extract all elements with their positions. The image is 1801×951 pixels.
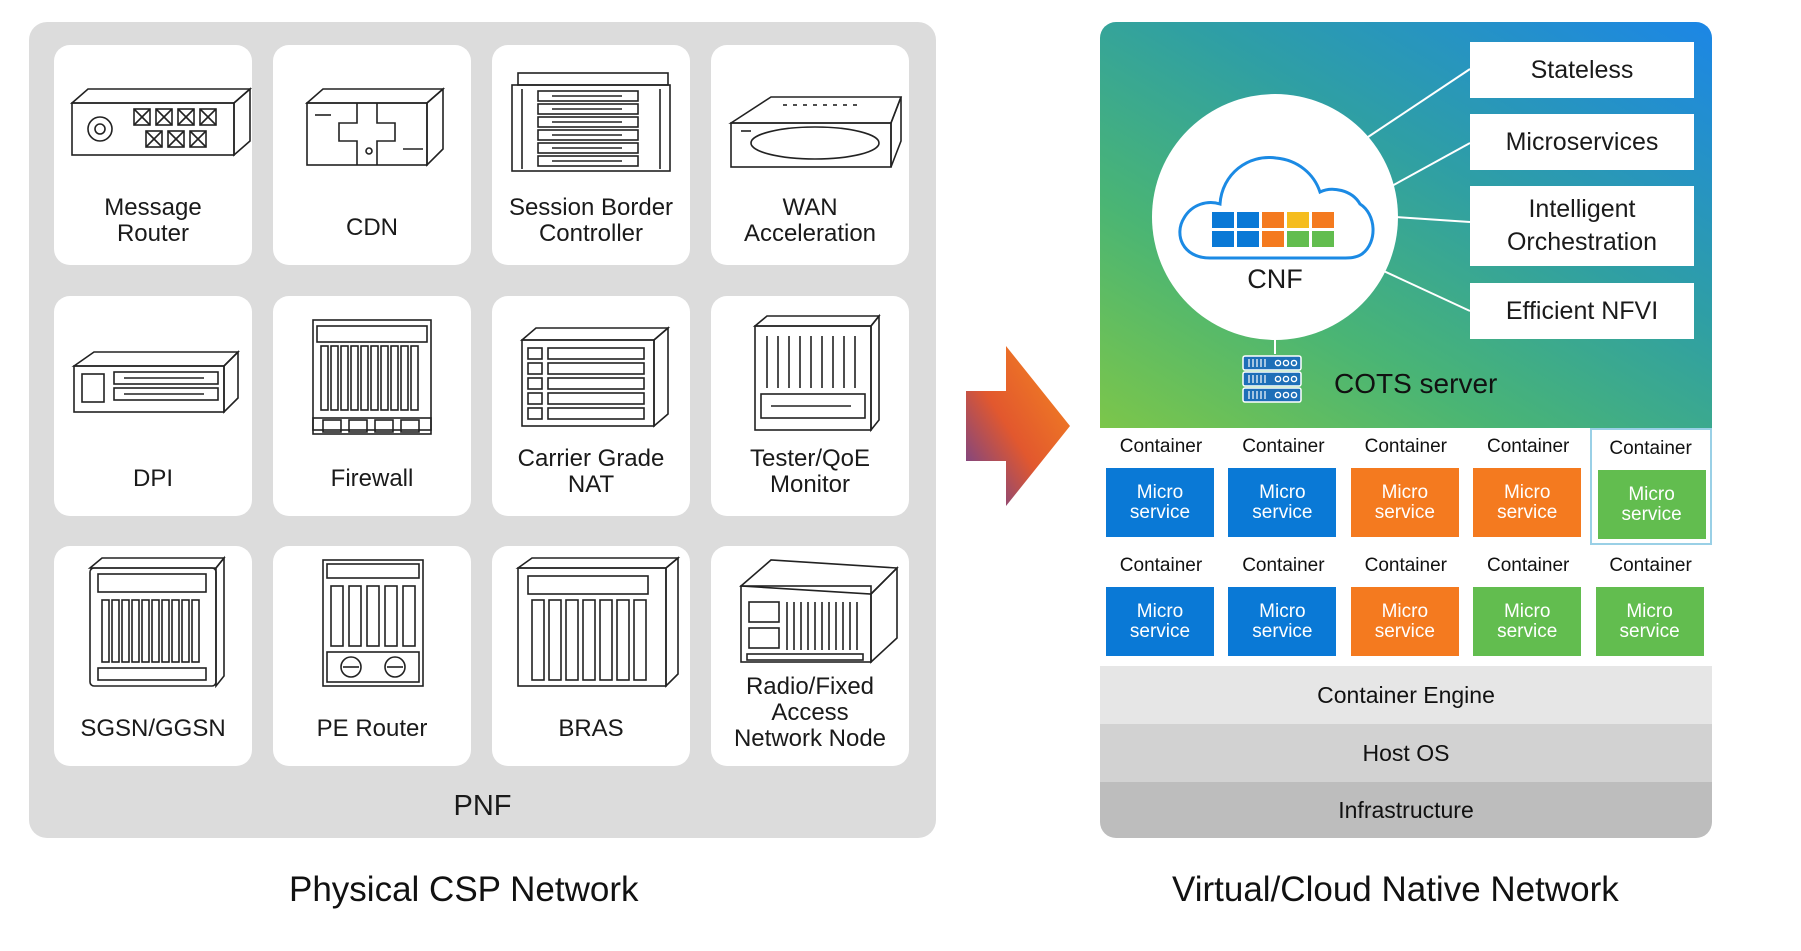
feature-box: Microservices bbox=[1470, 114, 1694, 170]
connector-lines bbox=[1274, 68, 1471, 354]
cloud-tile bbox=[1262, 212, 1284, 228]
sgsn-ggsn-icon bbox=[87, 555, 226, 689]
cloud-tile bbox=[1237, 231, 1259, 247]
cnf-circle: CNF bbox=[1152, 94, 1398, 340]
container-label: Container bbox=[1242, 436, 1325, 457]
message-router-icon bbox=[69, 87, 252, 157]
microservice-box: Micro service bbox=[1228, 468, 1337, 537]
device-card: Session Border Controller bbox=[492, 45, 690, 265]
device-card: DPI bbox=[54, 296, 252, 516]
feature-box: Intelligent Orchestration bbox=[1470, 186, 1694, 266]
container-label: Container bbox=[1364, 436, 1447, 457]
device-card: BRAS bbox=[492, 546, 690, 766]
radio-fixed-access-node-icon bbox=[738, 559, 899, 664]
cots-server-label: COTS server bbox=[1334, 368, 1498, 399]
container-label: Container bbox=[1609, 555, 1692, 576]
container-label: Container bbox=[1609, 438, 1692, 459]
layer-infrastructure: Infrastructure bbox=[1100, 782, 1712, 838]
device-label: BRAS bbox=[558, 715, 624, 742]
device-card: Tester/QoE Monitor bbox=[711, 296, 909, 516]
device-card: Firewall bbox=[273, 296, 471, 516]
session-border-controller-icon bbox=[511, 72, 671, 172]
cdn-icon bbox=[304, 87, 446, 167]
feature-box: Stateless bbox=[1470, 42, 1694, 98]
cloud-tile bbox=[1287, 212, 1309, 228]
device-card: Message Router bbox=[54, 45, 252, 265]
device-label: WAN Acceleration bbox=[743, 194, 877, 247]
device-card: PE Router bbox=[273, 546, 471, 766]
bras-icon bbox=[515, 556, 681, 688]
container-label: Container bbox=[1119, 436, 1203, 457]
cots-server-icon bbox=[1242, 355, 1302, 403]
pe-router-icon bbox=[322, 559, 424, 687]
pnf-label: PNF bbox=[453, 790, 512, 822]
dpi-icon bbox=[71, 350, 240, 414]
transition-arrow-icon bbox=[966, 346, 1070, 506]
container-label: Container bbox=[1486, 436, 1570, 457]
pnf-panel: Message Router CDN Session Border Controll… bbox=[29, 22, 936, 838]
microservice-box: Micro service bbox=[1597, 470, 1706, 539]
device-label: PE Router bbox=[316, 715, 428, 742]
physical-network-caption: Physical CSP Network bbox=[289, 870, 639, 909]
microservice-box: Micro service bbox=[1473, 587, 1582, 656]
layer-host-os: Host OS bbox=[1100, 724, 1712, 782]
container-label: Container bbox=[1242, 555, 1325, 576]
device-card: CDN bbox=[273, 45, 471, 265]
tester-qoe-monitor-icon bbox=[752, 313, 881, 433]
cloud-tile bbox=[1212, 231, 1234, 247]
container-label: Container bbox=[1119, 555, 1203, 576]
microservice-box: Micro service bbox=[1595, 587, 1704, 656]
cloud-tile bbox=[1237, 212, 1259, 228]
device-label: CDN bbox=[346, 214, 398, 241]
cloud-tile bbox=[1212, 212, 1234, 228]
cloud-tile bbox=[1262, 231, 1284, 247]
layer-container-engine: Container Engine bbox=[1100, 666, 1712, 724]
carrier-grade-nat-icon bbox=[519, 326, 671, 428]
device-label: Message Router bbox=[104, 194, 202, 247]
firewall-icon bbox=[312, 319, 432, 435]
device-label: Carrier Grade NAT bbox=[517, 445, 665, 498]
microservice-box: Micro service bbox=[1350, 468, 1459, 537]
device-label: Firewall bbox=[330, 465, 414, 492]
cloud-icon bbox=[1178, 156, 1375, 260]
device-card: Carrier Grade NAT bbox=[492, 296, 690, 516]
cloud-tile bbox=[1312, 231, 1334, 247]
microservice-box: Micro service bbox=[1106, 587, 1214, 656]
device-label: Radio/Fixed Access Network Node bbox=[733, 673, 887, 752]
microservice-box: Micro service bbox=[1106, 468, 1214, 537]
device-label: Session Border Controller bbox=[508, 194, 674, 247]
device-label: SGSN/GGSN bbox=[80, 715, 226, 742]
device-card: WAN Acceleration bbox=[711, 45, 909, 265]
microservice-box: Micro service bbox=[1228, 587, 1337, 656]
container-label: Container bbox=[1486, 555, 1570, 576]
device-label: DPI bbox=[132, 465, 173, 492]
container-label: Container bbox=[1364, 555, 1447, 576]
cloud-tile bbox=[1312, 212, 1334, 228]
cloud-native-network-caption: Virtual/Cloud Native Network bbox=[1172, 870, 1619, 909]
device-card: Radio/Fixed Access Network Node bbox=[711, 546, 909, 766]
cnf-label: CNF bbox=[1247, 264, 1303, 294]
cloud-tile bbox=[1287, 231, 1309, 247]
wan-acceleration-icon bbox=[728, 96, 903, 168]
microservice-box: Micro service bbox=[1350, 587, 1459, 656]
feature-box: Efficient NFVI bbox=[1470, 283, 1694, 339]
microservice-box: Micro service bbox=[1473, 468, 1582, 537]
device-label: Tester/QoE Monitor bbox=[749, 445, 871, 498]
device-card: SGSN/GGSN bbox=[54, 546, 252, 766]
